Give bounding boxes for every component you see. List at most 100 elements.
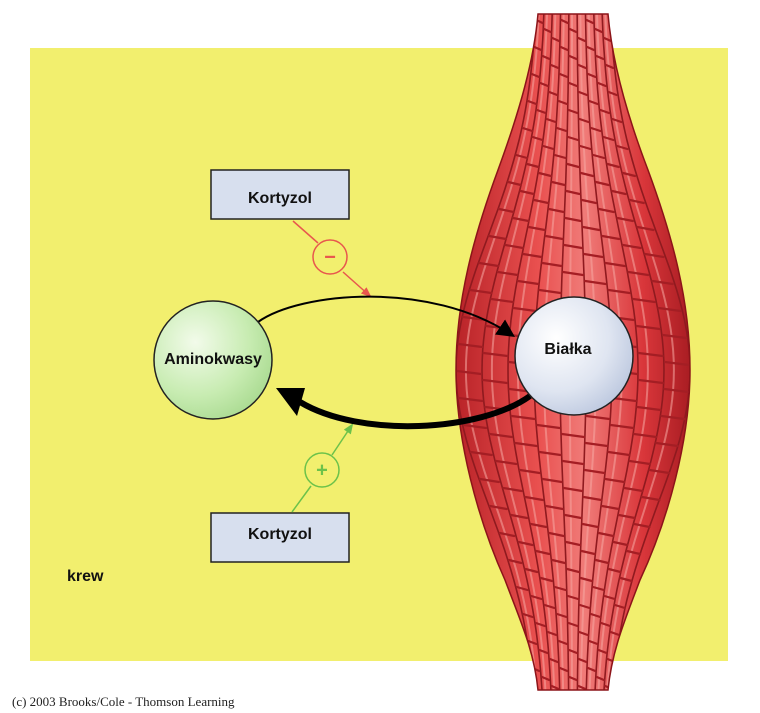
synthesis-arrow [257,295,515,338]
muscle-striation [547,207,565,214]
muscle-striation [594,27,603,34]
kortyzol-top-label: Kortyzol [248,190,312,207]
muscle-striation [550,684,560,690]
muscle-striation [568,675,578,682]
muscle-striation [611,117,623,124]
muscle-striation [490,297,515,304]
muscle-striation [511,216,530,223]
muscle-striation [594,558,610,565]
muscle-striation [566,135,580,142]
muscle-striation [507,180,522,187]
minus-sign-circle [312,239,348,275]
muscle-striation [567,108,579,115]
muscle-striation [589,612,602,619]
muscle-striation [512,306,537,313]
stimulation-arrow: + [291,423,354,513]
muscle-striation [537,171,553,178]
muscle-striation [544,504,564,511]
muscle-striation [541,477,563,484]
muscle-striation [583,468,606,475]
muscle-striation [578,630,589,637]
muscle-striation [604,261,626,268]
muscle-striation [548,657,559,664]
breakdown-arrow [276,388,532,430]
muscle-striation [640,495,661,502]
muscle-striation [543,603,556,610]
muscle-striation [583,252,604,259]
muscle-striation [561,459,585,466]
muscle-striation [498,531,516,538]
muscle-striation [663,360,690,367]
muscle-striation [603,594,616,601]
muscle-striation [550,180,566,187]
muscle-striation [619,576,633,583]
muscle-striation [566,162,580,169]
muscle-striation [597,531,615,538]
muscle-striation [555,126,568,133]
minus-sign: − [324,246,336,268]
muscle-striation [625,549,642,556]
muscle-striation [621,243,642,250]
muscle-striation [597,648,608,655]
muscle-striation [559,45,569,52]
muscle-striation [599,108,611,115]
muscle-striation [553,585,567,592]
muscle-striation [628,459,652,466]
muscle-striation [566,594,580,601]
muscle-striation [539,576,554,583]
muscle-striation [585,18,595,25]
muscle-striation [607,90,618,97]
muscle-striation [557,99,569,106]
muscle-striation [627,270,650,277]
muscle-striation [541,54,551,61]
muscle-striation [457,342,484,349]
muscle-striation [651,279,674,286]
muscle-striation [462,423,488,430]
muscle-striation [636,405,662,412]
muscle-striation [527,639,538,646]
muscle-striation [609,423,635,430]
muscle-striation [510,513,529,520]
muscle-striation [597,207,615,214]
plus-sign-circle [304,452,340,488]
muscle-striation [541,261,563,268]
muscle-striation [510,414,536,421]
muscle-fiber-highlight [595,14,649,690]
muscle-striation [635,324,661,331]
muscle-striation [543,27,552,34]
muscle-striation [562,486,584,493]
muscle-striation [526,99,538,106]
muscle-striation [644,252,665,259]
muscle-striation [632,432,658,439]
muscle-striation [589,126,602,133]
muscle-striation [545,117,557,124]
muscle-striation [549,63,560,70]
muscle-striation [596,81,607,88]
muscle-striation [536,423,561,430]
muscle-striation [530,72,541,79]
muscle-striation [604,63,615,70]
muscle-striation [607,567,622,574]
muscle-striation [663,387,690,394]
muscle-striation [579,144,592,151]
muscle-striation [648,468,671,475]
muscle-striation [565,189,581,196]
muscle-striation [588,99,599,106]
muscle-striation [540,675,551,682]
muscle-striation [497,207,515,214]
muscle-striation [515,585,529,592]
muscle-striation [600,504,620,511]
muscle-striation [544,234,564,241]
muscle-striation [514,441,538,448]
muscle-striation [496,270,519,277]
muscle-striation [469,450,493,457]
muscle-striation [595,54,605,61]
muscle-striation [581,522,599,529]
muscle-striation [457,396,484,403]
muscle-striation [539,81,550,88]
muscle-striation [515,153,529,160]
muscle-striation [602,135,615,142]
muscle-striation [548,531,565,538]
muscle-striation [522,612,534,619]
muscle-striation [563,513,583,520]
